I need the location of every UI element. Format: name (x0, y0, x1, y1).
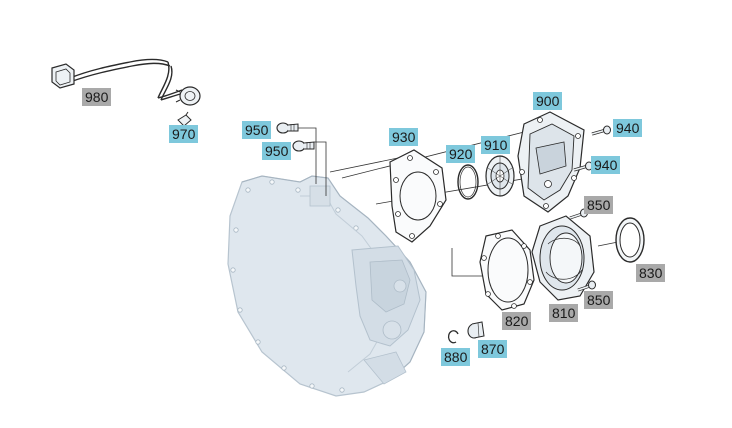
callout-850-lower[interactable]: 850 (584, 291, 614, 309)
callout-880[interactable]: 880 (441, 348, 471, 366)
o-ring-920[interactable] (457, 164, 479, 200)
callout-920[interactable]: 920 (446, 145, 476, 163)
screw-950-upper[interactable] (276, 122, 299, 134)
harness-plug-left[interactable] (51, 63, 75, 89)
gasket-820[interactable] (479, 229, 535, 311)
callout-970[interactable]: 970 (169, 125, 199, 143)
callout-830[interactable]: 830 (636, 264, 666, 282)
wiring-harness[interactable] (69, 58, 185, 101)
callout-910[interactable]: 910 (481, 136, 511, 154)
pump-housing-900[interactable] (517, 111, 585, 213)
callout-900[interactable]: 900 (533, 92, 563, 110)
connector-clip[interactable] (177, 111, 192, 127)
callout-940-lower[interactable]: 940 (591, 156, 621, 174)
bolt-850-lower[interactable] (577, 280, 596, 292)
callout-980[interactable]: 980 (82, 88, 112, 106)
snap-ring-880[interactable] (447, 330, 459, 344)
cover-810[interactable] (531, 215, 595, 301)
gasket-930[interactable] (389, 149, 447, 243)
callout-870[interactable]: 870 (478, 340, 508, 358)
screw-950-lower[interactable] (292, 140, 315, 152)
callout-940-upper[interactable]: 940 (613, 119, 643, 137)
bolt-940-upper[interactable] (591, 125, 611, 136)
callout-850-upper[interactable]: 850 (584, 196, 614, 214)
callout-950-upper[interactable]: 950 (242, 121, 272, 139)
callout-930[interactable]: 930 (389, 128, 419, 146)
seal-ring-830[interactable] (615, 217, 645, 263)
callout-810[interactable]: 810 (549, 304, 579, 322)
transmission-housing[interactable] (227, 175, 427, 397)
drain-plug-870[interactable] (467, 321, 485, 339)
callout-950-lower[interactable]: 950 (262, 142, 292, 160)
callout-820[interactable]: 820 (502, 312, 532, 330)
pump-gear-910[interactable] (485, 155, 515, 197)
harness-plug-right[interactable] (175, 86, 201, 106)
